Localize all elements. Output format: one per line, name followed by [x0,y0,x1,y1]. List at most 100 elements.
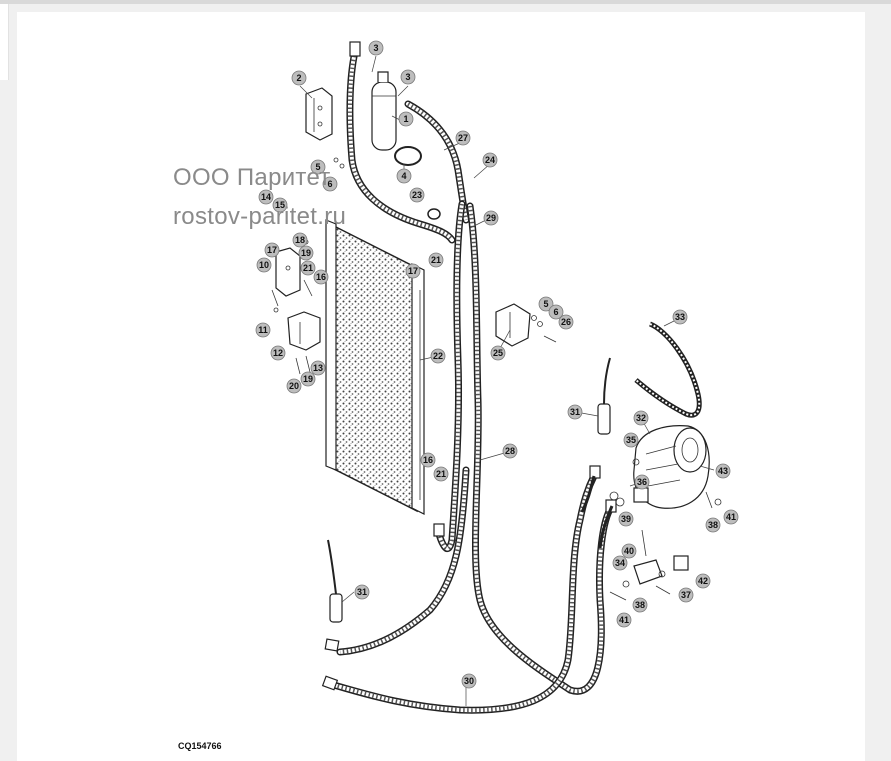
top-bar [0,0,891,4]
svg-text:41: 41 [619,615,629,625]
svg-text:21: 21 [303,263,313,273]
svg-text:10: 10 [259,260,269,270]
svg-text:40: 40 [624,546,634,556]
svg-text:6: 6 [553,307,558,317]
svg-text:34: 34 [615,558,625,568]
callout-23: 23 [409,187,425,203]
callout-5b: 5 [538,296,554,312]
svg-text:35: 35 [626,435,636,445]
compressor-hardware [609,458,722,601]
compressor-part-32 [633,425,710,509]
svg-text:25: 25 [493,348,503,358]
svg-text:32: 32 [636,413,646,423]
svg-text:37: 37 [681,590,691,600]
svg-text:12: 12 [273,348,283,358]
diagram-code: CQ154766 [178,741,222,751]
svg-text:38: 38 [635,600,645,610]
svg-text:21: 21 [431,255,441,265]
callout-16b: 16 [420,452,436,468]
bracket-part-2 [305,87,333,141]
svg-text:1: 1 [403,114,408,124]
svg-text:29: 29 [486,213,496,223]
callout-34: 34 [612,555,628,571]
svg-text:16: 16 [423,455,433,465]
callout-21a: 21 [300,260,316,276]
condenser-part [325,219,425,515]
callout-25: 25 [490,345,506,361]
svg-text:31: 31 [357,587,367,597]
svg-text:33: 33 [675,312,685,322]
callout-16a: 16 [313,269,329,285]
callout-14: 14 [258,189,274,205]
callout-43: 43 [715,463,731,479]
callout-4: 4 [396,168,412,184]
callout-6b: 6 [548,304,564,320]
svg-text:3: 3 [405,72,410,82]
ring-part-4 [394,146,422,166]
callout-32: 32 [633,410,649,426]
svg-text:13: 13 [313,363,323,373]
callout-37: 37 [678,587,694,603]
callout-38b: 38 [632,597,648,613]
svg-text:3: 3 [373,43,378,53]
svg-text:26: 26 [561,317,571,327]
callout-17a: 17 [264,242,280,258]
svg-text:20: 20 [289,381,299,391]
bracket-part-12 [287,311,321,351]
callout-27: 27 [455,130,471,146]
callout-5a: 5 [310,159,326,175]
callout-19a: 19 [298,245,314,261]
callout-36: 36 [634,474,650,490]
callout-24: 24 [482,152,498,168]
svg-text:41: 41 [726,512,736,522]
sensor-part-31-left [327,539,343,623]
svg-text:24: 24 [485,155,495,165]
svg-text:23: 23 [412,190,422,200]
callout-15: 15 [272,197,288,213]
callout-6a: 6 [322,176,338,192]
callout-28: 28 [502,443,518,459]
bracket-part-25 [495,303,557,347]
left-strip [0,4,9,80]
svg-text:30: 30 [464,676,474,686]
callout-13: 13 [310,360,326,376]
callout-2: 2 [291,70,307,86]
callout-22: 22 [430,348,446,364]
callout-42: 42 [695,573,711,589]
callout-3a: 3 [368,40,384,56]
svg-text:27: 27 [458,133,468,143]
watermark-company: ООО Паритет [173,164,331,191]
hose-28 [466,202,616,695]
callout-35: 35 [623,432,639,448]
callout-21b: 21 [428,252,444,268]
callout-19b: 19 [300,371,316,387]
callout-10: 10 [256,257,272,273]
callout-26: 26 [558,314,574,330]
svg-text:36: 36 [637,477,647,487]
callout-12: 12 [270,345,286,361]
svg-text:4: 4 [401,171,406,181]
svg-text:39: 39 [621,514,631,524]
receiver-drier-part [371,71,397,151]
svg-text:18: 18 [295,235,305,245]
svg-text:11: 11 [258,325,268,335]
svg-text:6: 6 [327,179,332,189]
svg-text:17: 17 [408,266,418,276]
callout-17b: 17 [405,263,421,279]
svg-text:5: 5 [543,299,548,309]
callout-31-left: 31 [354,584,370,600]
svg-text:22: 22 [433,351,443,361]
hose-lower-left [336,466,470,656]
pipe-part-36 [580,475,614,549]
svg-text:42: 42 [698,576,708,586]
svg-text:15: 15 [275,200,285,210]
svg-text:5: 5 [315,162,320,172]
svg-text:17: 17 [267,245,277,255]
watermark-website: rostov-paritet.ru [173,203,347,230]
grommet-part-23 [427,208,441,220]
sensor-part-31-right [597,357,611,435]
callout-33: 33 [672,309,688,325]
callout-40: 40 [621,543,637,559]
bracket-part-10 [275,247,301,297]
